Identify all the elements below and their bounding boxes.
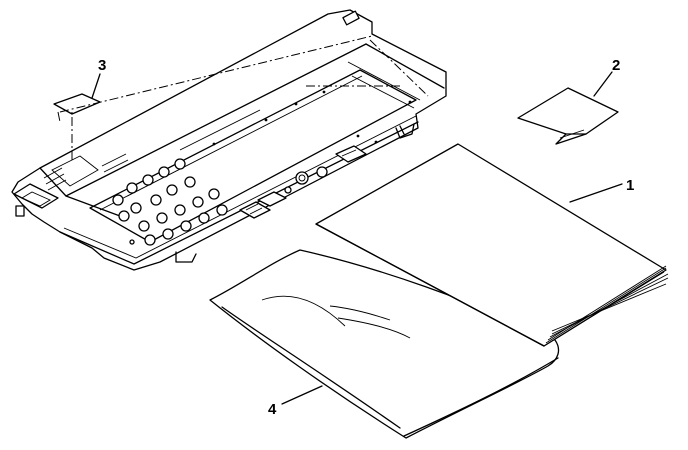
part-1-paper-stack <box>315 143 669 347</box>
display-modules <box>239 145 367 219</box>
surface-markings <box>179 90 412 151</box>
callout-2: 2 <box>612 57 620 74</box>
callout-labels: 1 2 3 4 <box>98 57 634 418</box>
part-2-folded-sheet <box>517 87 619 145</box>
callout-1: 1 <box>626 177 634 194</box>
callout-4: 4 <box>268 401 277 418</box>
callout-3: 3 <box>98 57 106 74</box>
assembly-guide-lines <box>57 35 429 160</box>
main-unit-control-panel <box>11 9 447 271</box>
part-4-protective-bag <box>209 249 560 439</box>
rotary-knobs <box>284 166 328 194</box>
keypad-buttons <box>112 158 228 246</box>
leader-lines <box>91 71 623 405</box>
